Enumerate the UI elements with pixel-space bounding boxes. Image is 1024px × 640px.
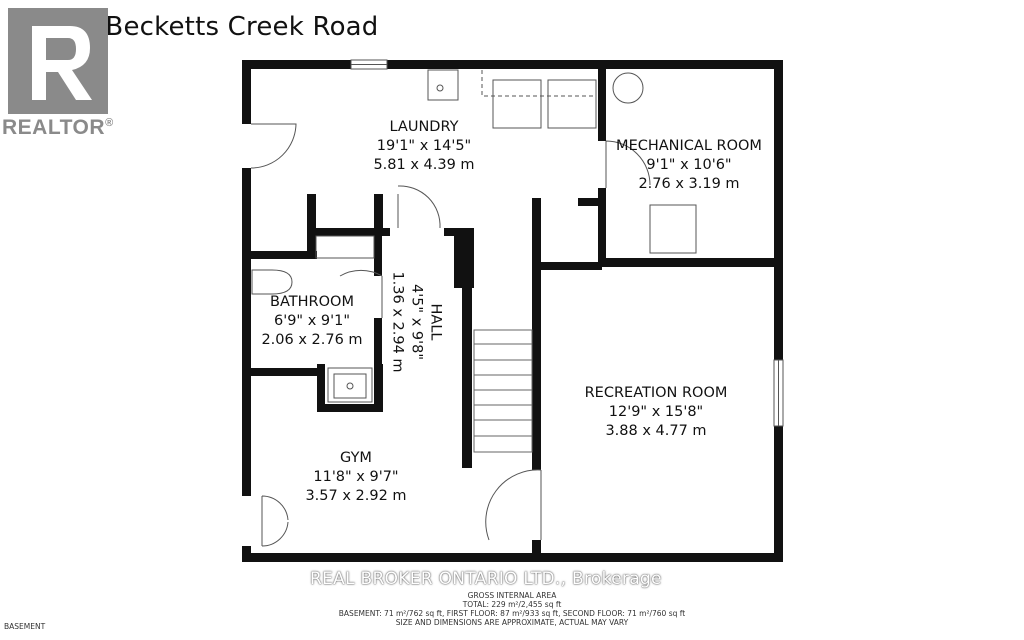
room-mechanical: MECHANICAL ROOM 9'1" x 10'6" 2.76 x 3.19… <box>616 137 762 194</box>
room-gym: GYM 11'8" x 9'7" 3.57 x 2.92 m <box>305 449 406 506</box>
room-bathroom: BATHROOM 6'9" x 9'1" 2.06 x 2.76 m <box>261 293 362 350</box>
room-laundry-imperial: 19'1" x 14'5" <box>376 138 472 154</box>
dryer <box>547 79 597 129</box>
windows <box>350 59 784 427</box>
closet-shelf <box>315 235 375 259</box>
laundry-sink <box>427 69 459 101</box>
floor-tag: BASEMENT <box>4 622 46 631</box>
room-mechanical-metric: 2.76 x 3.19 m <box>638 176 740 192</box>
realtor-r-icon <box>8 8 108 114</box>
realtor-wordmark-text: REALTOR <box>2 116 106 139</box>
exterior-walls <box>242 60 783 562</box>
room-laundry-metric: 5.81 x 4.39 m <box>373 157 475 173</box>
doors <box>250 123 651 547</box>
room-gym-imperial: 11'8" x 9'7" <box>313 469 399 485</box>
room-recreation-imperial: 12'9" x 15'8" <box>608 404 704 420</box>
room-hall-imperial: 4'5" x 9'8" <box>408 283 425 361</box>
laundry-fixtures <box>427 69 597 129</box>
footer-breakdown: BASEMENT: 71 m²/762 sq ft, FIRST FLOOR: … <box>338 609 686 618</box>
room-bathroom-imperial: 6'9" x 9'1" <box>273 313 351 329</box>
gym-exterior-door-gap <box>242 496 251 546</box>
room-recreation-name: RECREATION ROOM <box>584 385 728 401</box>
realtor-wordmark: REALTOR® <box>2 116 114 140</box>
realtor-logo <box>8 8 108 114</box>
water-heater <box>612 72 644 104</box>
footer-total: TOTAL: 229 m²/2,455 sq ft <box>462 600 562 609</box>
room-hall-name: HALL <box>427 303 444 341</box>
interior-walls <box>251 69 775 554</box>
washer <box>492 79 542 129</box>
toilet <box>251 269 293 295</box>
footer-disclaimer: SIZE AND DIMENSIONS ARE APPROXIMATE, ACT… <box>395 618 629 627</box>
room-recreation-metric: 3.88 x 4.77 m <box>605 423 707 439</box>
room-bathroom-name: BATHROOM <box>270 294 354 310</box>
bathroom-sink <box>327 367 373 403</box>
staircase <box>473 329 533 453</box>
footer-heading: GROSS INTERNAL AREA <box>467 591 557 600</box>
room-mechanical-name: MECHANICAL ROOM <box>616 138 762 154</box>
room-hall: HALL 4'5" x 9'8" 1.36 x 2.94 m <box>388 271 445 372</box>
room-hall-metric: 1.36 x 2.94 m <box>389 271 406 373</box>
room-recreation: RECREATION ROOM 12'9" x 15'8" 3.88 x 4.7… <box>585 384 728 441</box>
room-gym-metric: 3.57 x 2.92 m <box>305 488 407 504</box>
furnace <box>649 204 697 254</box>
room-bathroom-metric: 2.06 x 2.76 m <box>261 332 363 348</box>
mechanical-fixtures <box>612 72 697 254</box>
room-gym-name: GYM <box>340 450 372 466</box>
brokerage-watermark: REAL BROKER ONTARIO LTD., Brokerage <box>310 569 662 589</box>
room-laundry-name: LAUNDRY <box>389 119 459 135</box>
laundry-exterior-door-gap <box>242 124 251 168</box>
room-laundry: LAUNDRY 19'1" x 14'5" 5.81 x 4.39 m <box>373 118 474 175</box>
registered-mark: ® <box>105 117 114 129</box>
room-mechanical-imperial: 9'1" x 10'6" <box>646 157 732 173</box>
bathroom-fixtures <box>251 235 375 403</box>
